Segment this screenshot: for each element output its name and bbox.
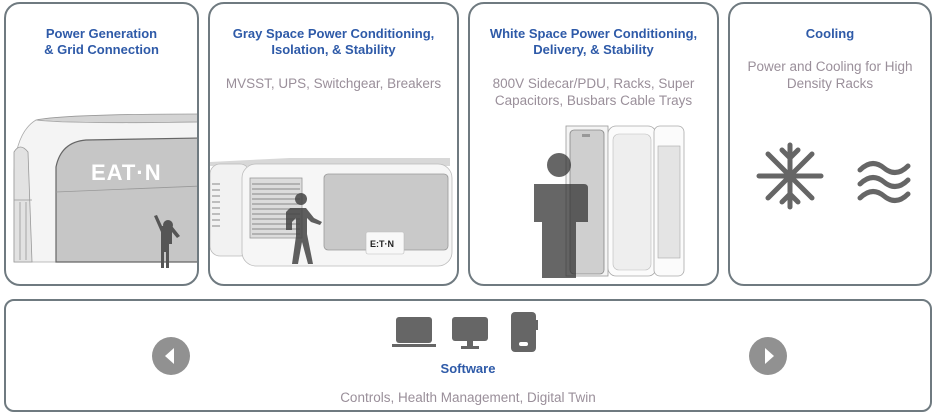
eaton-logo: E:T·N [370,239,394,249]
software-subtitle: Controls, Health Management, Digital Twi… [340,390,596,405]
title-line-1: White Space Power Conditioning, [489,26,698,41]
card-title: Gray Space Power Conditioning, Isolation… [210,26,457,58]
card-power-generation[interactable]: Power Generation & Grid Connection EAT·N [4,2,199,286]
title-line-2: Delivery, & Stability [533,42,654,57]
title-line-1: Power Generation [45,26,158,41]
card-subtitle: 800V Sidecar/PDU, Racks, Super Capacitor… [470,75,717,109]
snowflake-icon [756,142,824,210]
subtitle-line-1: 800V Sidecar/PDU, Racks, Super [492,76,695,91]
card-title: Power Generation & Grid Connection [6,26,197,58]
title-line-2: Isolation, & Stability [271,42,396,57]
card-title: Cooling [805,26,855,41]
subtitle-line-2: Capacitors, Busbars Cable Trays [494,93,693,108]
eaton-logo: EAT·N [91,160,162,185]
card-cooling[interactable]: Cooling Power and Cooling for High Densi… [728,2,932,286]
subtitle-line-1: Power and Cooling for High [747,59,913,74]
person-walking-icon [286,193,322,264]
ups-switchgear-illustration: E:T·N [210,158,453,267]
card-gray-space[interactable]: Gray Space Power Conditioning, Isolation… [208,2,459,286]
next-button[interactable] [749,337,787,375]
waves-icon [857,161,911,203]
card-white-space[interactable]: White Space Power Conditioning, Delivery… [468,2,719,286]
person-waving-icon [154,215,180,268]
server-racks-illustration [534,125,685,278]
monitor-icon [452,317,488,349]
mobile-icon [511,312,538,352]
subtitle-line-2: Density Racks [786,76,874,91]
power-plant-illustration: EAT·N [13,113,197,268]
prev-button[interactable] [152,337,190,375]
card-subtitle: MVSST, UPS, Switchgear, Breakers [225,76,442,91]
chevron-right-icon [765,348,774,364]
title-line-2: & Grid Connection [44,42,159,57]
software-title: Software [440,361,496,376]
software-panel: Software Controls, Health Management, Di… [4,299,932,412]
title-line-1: Gray Space Power Conditioning, [232,26,435,41]
laptop-icon [392,317,436,347]
card-subtitle: Power and Cooling for High Density Racks [730,58,930,92]
chevron-left-icon [165,348,174,364]
person-standing-icon [534,153,588,278]
card-title: White Space Power Conditioning, Delivery… [470,26,717,58]
